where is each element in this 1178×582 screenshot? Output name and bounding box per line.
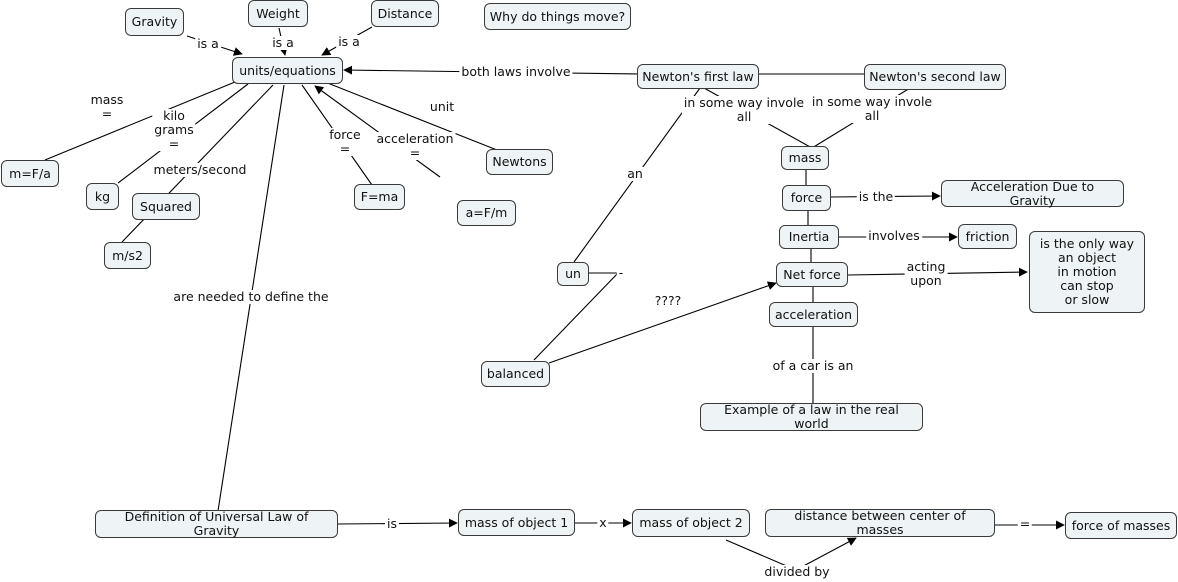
node-newtons[interactable]: Newtons (486, 149, 553, 175)
link-label-unit: unit (427, 99, 457, 114)
node-friction[interactable]: friction (958, 224, 1017, 249)
node-net-force[interactable]: Net force (776, 262, 848, 287)
node-kg[interactable]: kg (86, 183, 119, 210)
link-label-kilograms: kilo grams = (152, 108, 196, 151)
node-gravity[interactable]: Gravity (125, 8, 184, 36)
node-m-s2[interactable]: m/s2 (104, 242, 151, 269)
node-force[interactable]: force (782, 185, 831, 211)
link-label-mass-equals: mass = (88, 92, 126, 121)
link-label-both-laws: both laws involve (459, 64, 573, 79)
node-distance[interactable]: Distance (371, 0, 439, 27)
link-label-question-marks: ???? (652, 293, 684, 308)
node-inertia[interactable]: Inertia (779, 225, 839, 249)
node-un[interactable]: un (557, 262, 589, 286)
link-label-times: x (597, 515, 609, 530)
node-why-do-things-move[interactable]: Why do things move? (484, 3, 631, 30)
node-only-way[interactable]: is the only way an object in motion can … (1029, 231, 1145, 313)
link-label-is-a-distance: is a (336, 34, 362, 49)
node-distance-between-centers[interactable]: distance between center of masses (765, 509, 995, 537)
node-weight[interactable]: Weight (248, 0, 308, 27)
node-m-f-a[interactable]: m=F/a (1, 160, 59, 187)
link-label-divided-by: divided by (762, 564, 832, 579)
link-label-some-way-second: in some way invole all (809, 94, 935, 123)
link-label-is: is (385, 516, 399, 531)
link-label-force-equals: force = (327, 127, 363, 156)
link-label-an: an (625, 166, 645, 181)
node-example-real-world[interactable]: Example of a law in the real world (700, 403, 923, 431)
link-label-acting-upon: acting upon (904, 259, 948, 288)
link-label-is-a-weight: is a (270, 35, 296, 50)
node-mass-of-object-2[interactable]: mass of object 2 (632, 509, 750, 537)
link-label-some-way-first: in some way invole all (681, 95, 807, 124)
node-mass-of-object-1[interactable]: mass of object 1 (458, 509, 575, 536)
link-label-acceleration-equals: acceleration = (374, 131, 456, 160)
link-label-is-a-gravity: is a (195, 36, 221, 51)
node-a-f-m[interactable]: a=F/m (457, 200, 516, 226)
node-newtons-second-law[interactable]: Newton's second law (864, 64, 1006, 90)
node-acceleration-due-to-gravity[interactable]: Acceleration Due to Gravity (941, 179, 1124, 207)
link-label-meters-second: meters/second (151, 162, 249, 177)
link-label-equals: = (1017, 516, 1033, 531)
node-f-ma[interactable]: F=ma (354, 184, 405, 210)
link-label-involves: involves (866, 228, 922, 243)
node-newtons-first-law[interactable]: Newton's first law (637, 64, 759, 89)
node-mass[interactable]: mass (781, 146, 829, 170)
node-force-of-masses[interactable]: force of masses (1065, 512, 1177, 539)
node-acceleration[interactable]: acceleration (769, 302, 858, 327)
node-units-equations[interactable]: units/equations (232, 57, 343, 84)
node-balanced[interactable]: balanced (481, 361, 550, 387)
node-definition-universal-gravity[interactable]: Definition of Universal Law of Gravity (95, 510, 338, 538)
link-label-dash: - (616, 265, 626, 280)
node-squared[interactable]: Squared (132, 193, 200, 220)
link-label-is-the: is the (856, 189, 896, 204)
link-label-needed-to-define: are needed to define the (171, 289, 331, 304)
link-label-of-a-car: of a car is an (770, 358, 856, 373)
